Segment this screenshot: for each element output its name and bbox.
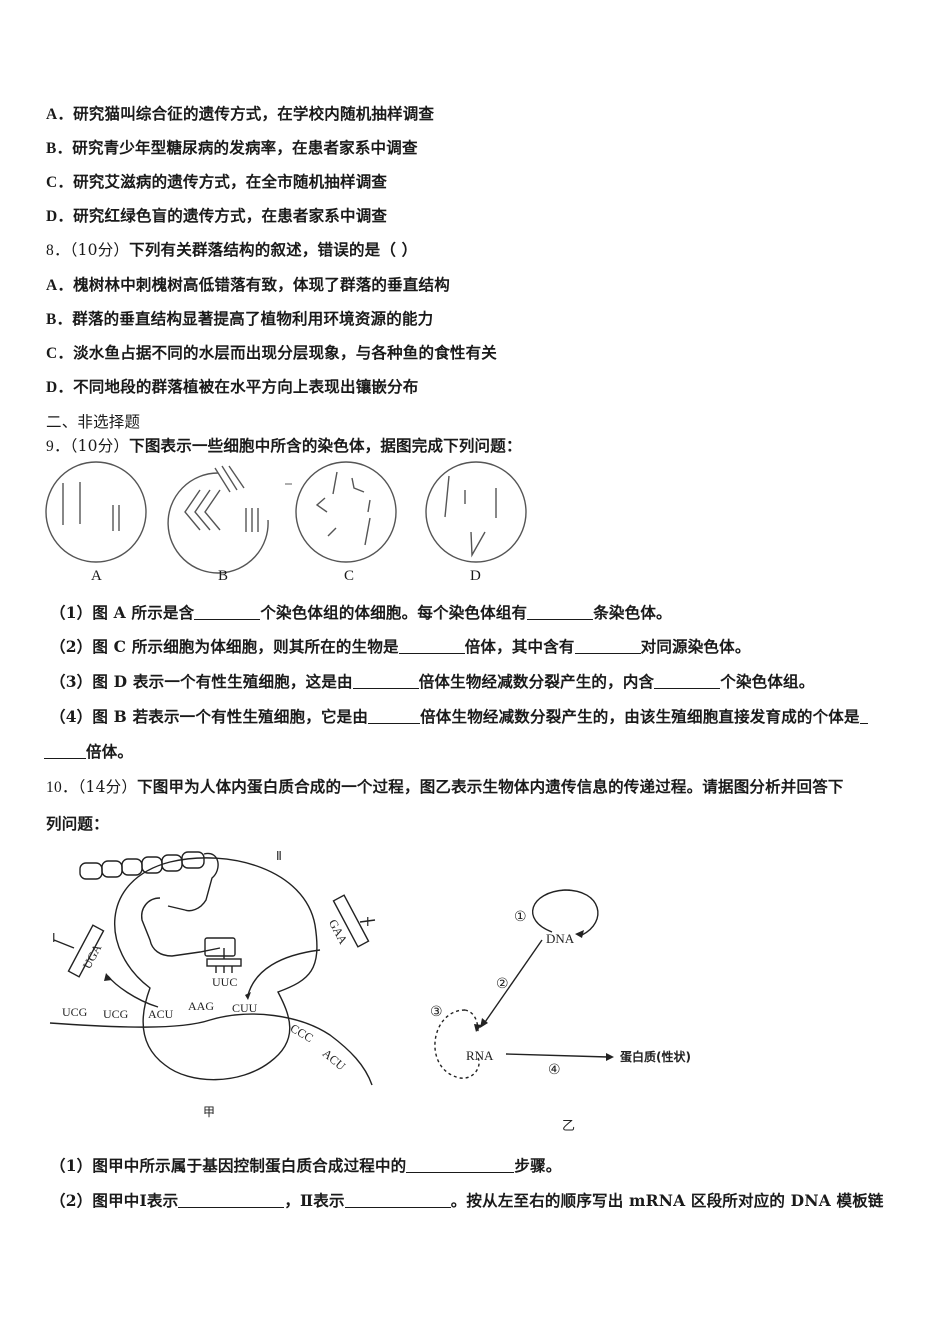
dna-label: DNA [546,931,575,946]
q7-option-b: B．研究青少年型糖尿病的发病率，在患者家系中调查 [46,138,418,157]
answer-blank[interactable] [44,744,86,759]
answer-blank[interactable] [406,1158,515,1173]
answer-blank[interactable] [178,1193,285,1208]
q9-sub-4: （4）图 B 若表示一个有性生殖细胞，它是由倍体生物经减数分裂产生的，由该生殖细… [50,705,868,727]
q8-option-d: D．不同地段的群落植被在水平方向上表现出镶嵌分布 [46,377,419,396]
q9-sub-4-cont: 倍体。 [44,740,133,762]
step-2-label: ② [496,976,509,992]
q7-option-a: A．研究猫叫综合征的遗传方式，在学校内随机抽样调查 [46,104,435,123]
answer-blank[interactable] [859,709,868,724]
figure-caption-jia: 甲 [203,1105,215,1119]
q8-option-b: B．群落的垂直结构显著提高了植物利用环境资源的能力 [46,309,434,328]
cell-label-a: A [91,568,102,584]
q9-sub-2: （2）图 C 所示细胞为体细胞，则其所在的生物是倍体，其中含有对同源染色体。 [50,637,751,656]
protein-label: 蛋白质(性状) [620,1049,691,1064]
answer-blank[interactable] [194,605,261,620]
answer-blank[interactable] [654,674,721,689]
q9-sub-1: （1）图 A 所示是含个染色体组的体细胞。每个染色体组有条染色体。 [50,603,672,622]
label-ribosome: Ⅱ [276,849,282,863]
q7-option-d: D．研究红绿色盲的遗传方式，在患者家系中调查 [46,206,388,225]
codon: UCG [62,1005,88,1019]
q10-stem-cont: 列问题： [46,814,109,833]
codon: UCG [103,1007,129,1021]
codon: ACU [320,1046,349,1073]
answer-blank[interactable] [344,1193,451,1208]
answer-blank[interactable] [368,709,421,724]
cell-label-d: D [470,568,481,584]
answer-blank[interactable] [574,639,641,654]
q7-option-c: C．研究艾滋病的遗传方式，在全市随机抽样调查 [46,172,388,191]
label-trna-right: Ⅰ [366,915,370,929]
q8-stem: 8．（10分）下列有关群落结构的叙述，错误的是（ ） [46,240,418,259]
anticodon-right: GAA [326,917,351,947]
central-dogma-figure: DNA RNA 蛋白质(性状) ① ② ③ ④ 乙 [430,889,691,1134]
q10-stem: 10．（14分）下图甲为人体内蛋白质合成的一个过程，图乙表示生物体内遗传信息的传… [46,777,844,796]
codon: AAG [188,999,214,1013]
answer-blank[interactable] [352,674,419,689]
section-title: 二、非选择题 [46,413,141,431]
translation-figure: Ⅱ Ⅰ Ⅰ UGA GAA UUC UCG UCG ACU AAG CUU CC… [49,849,376,1119]
codon: ACU [148,1007,174,1021]
q10-sub-2: （2）图甲中Ⅰ表示，Ⅱ表示。按从左至右的顺序写出 mRNA 区段所对应的 DNA… [50,1191,884,1210]
step-4-label: ④ [548,1062,561,1078]
cell-label-b: B [218,568,229,584]
anticodon-center: UUC [212,975,237,989]
codon: CUU [232,1001,258,1015]
answer-blank[interactable] [398,639,465,654]
q9-stem: 9．（10分）下图表示一些细胞中所含的染色体，据图完成下列问题： [46,436,522,455]
q8-option-a: A．槐树林中刺槐树高低错落有致，体现了群落的垂直结构 [46,275,450,294]
chromosome-figure [45,461,527,574]
step-1-label: ① [514,909,527,925]
cell-label-c: C [344,568,355,584]
step-3-label: ③ [430,1004,443,1020]
q8-option-c: C．淡水鱼占据不同的水层而出现分层现象，与各种鱼的食性有关 [46,343,497,362]
anticodon-left: UGA [80,941,105,971]
q10-sub-1: （1）图甲中所示属于基因控制蛋白质合成过程中的步骤。 [50,1156,562,1175]
label-trna-left: Ⅰ [52,931,56,945]
q9-sub-3: （3）图 D 表示一个有性生殖细胞，这是由倍体生物经减数分裂产生的，内含个染色体… [50,672,815,691]
figure-caption-yi: 乙 [562,1119,575,1134]
answer-blank[interactable] [527,605,594,620]
rna-label: RNA [466,1048,494,1063]
